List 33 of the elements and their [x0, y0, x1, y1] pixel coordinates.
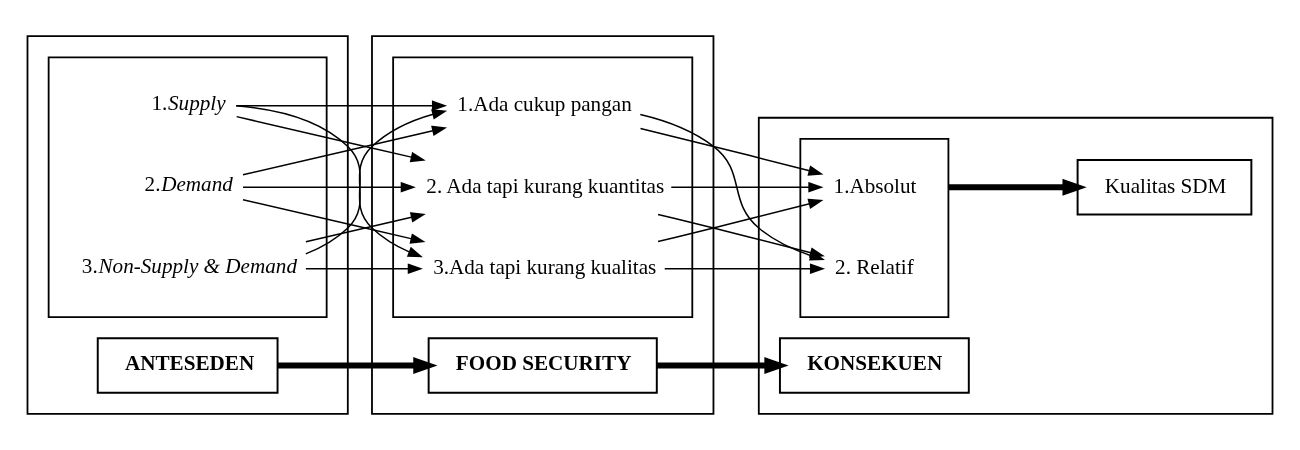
arrow: [242, 198, 426, 244]
node-text: 1.Supply: [151, 90, 226, 115]
node-text: 1.Absolut: [833, 173, 917, 198]
node-box: FOOD SECURITY: [427, 337, 658, 394]
node-text: 3.Ada tapi kurang kualitas: [433, 255, 657, 280]
node-box: KONSEKUEN: [778, 337, 970, 394]
arrow: [235, 105, 423, 258]
cluster: [371, 35, 715, 415]
arrow: [657, 198, 824, 243]
arrow: [663, 263, 826, 275]
cluster: [392, 56, 694, 319]
arrow: [242, 125, 448, 176]
arrow: [656, 357, 789, 374]
arrow: [305, 109, 448, 255]
node-text: 1.Ada cukup pangan: [457, 92, 632, 117]
arrow: [235, 115, 426, 163]
node-text: 2. Relatif: [835, 255, 914, 280]
node-text: 2. Ada tapi kurang kuantitas: [426, 173, 665, 198]
arrow: [305, 263, 423, 275]
arrow: [639, 127, 824, 176]
arrow: [242, 181, 416, 193]
node-box: ANTESEDEN: [96, 337, 279, 394]
cluster: [26, 35, 349, 415]
arrow: [657, 213, 825, 258]
cluster: [47, 56, 328, 319]
node-box: Kualitas SDM: [1076, 159, 1253, 216]
arrow: [305, 212, 426, 243]
node-text: 3.Non-Supply & Demand: [81, 253, 297, 278]
cluster: [799, 137, 950, 319]
node-text: 2.Demand: [144, 172, 233, 197]
arrow: [670, 181, 824, 193]
cluster: [757, 116, 1274, 415]
arrow: [948, 178, 1087, 196]
